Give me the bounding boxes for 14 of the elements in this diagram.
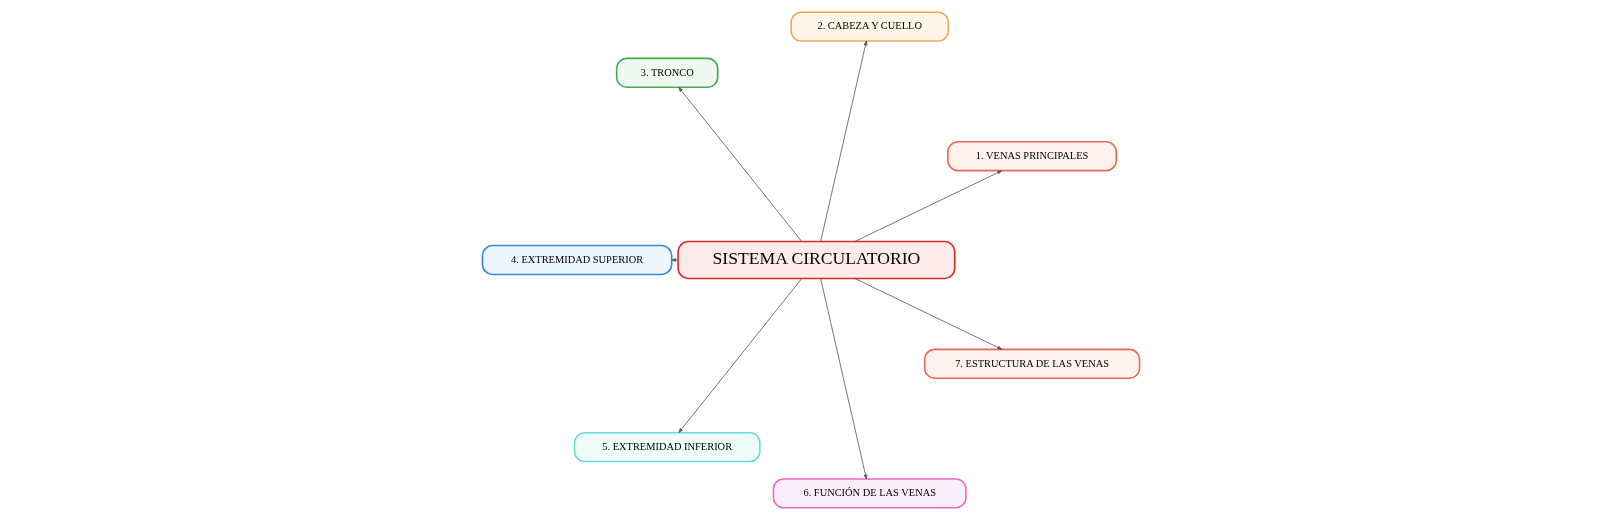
- node-box: 3. TRONCO: [615, 57, 719, 88]
- arrow: [820, 277, 868, 479]
- arrow: [678, 86, 802, 242]
- node-box: 1. VENAS PRINCIPALES: [947, 140, 1118, 171]
- node-box: 2. CABEZA Y CUELLO: [790, 10, 950, 42]
- arrow: [854, 277, 1003, 350]
- node-box: 4. EXTREMIDAD SUPERIOR: [481, 244, 673, 275]
- arrow: [820, 40, 868, 242]
- arrow: [678, 277, 802, 433]
- node-box: 6. FUNCIÓN DE LAS VENAS: [772, 477, 967, 509]
- arrow: [854, 169, 1003, 242]
- node-box: 7. ESTRUCTURA DE LAS VENAS: [923, 348, 1141, 379]
- arrow: [671, 257, 679, 262]
- node-box: 5. EXTREMIDAD INFERIOR: [573, 431, 761, 462]
